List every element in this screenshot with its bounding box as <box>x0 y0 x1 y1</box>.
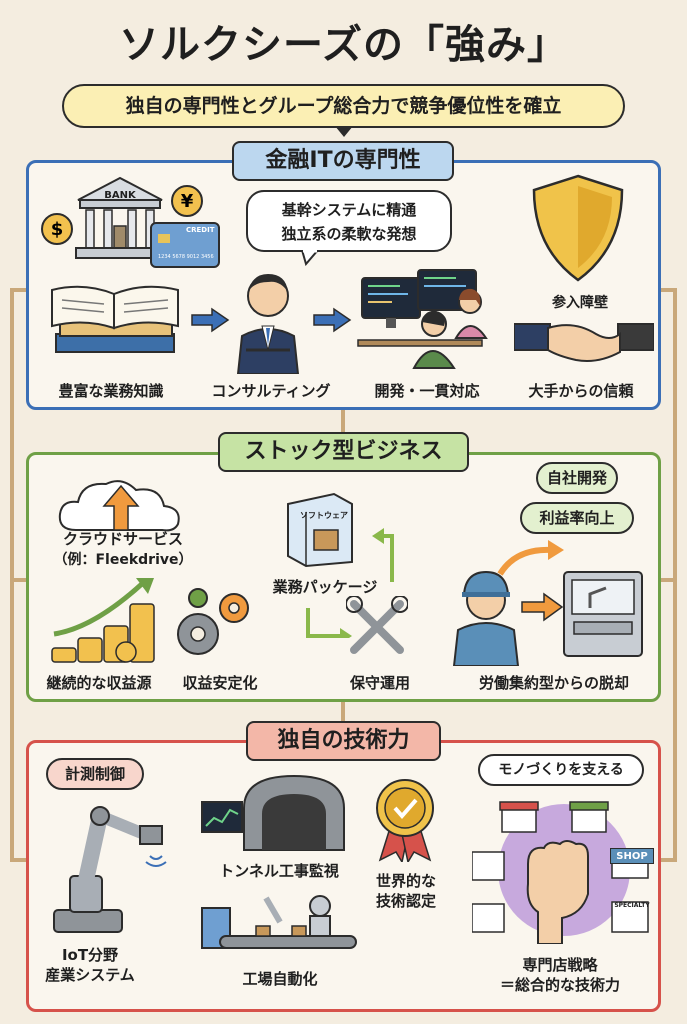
pill-measurement-control: 計測制御 <box>46 758 144 790</box>
label-comprehensive-tech: ＝総合的な技術力 <box>499 976 620 994</box>
center-connector <box>341 702 345 722</box>
yen-coin-icon: ¥ <box>170 184 204 218</box>
right-connector-stub <box>659 578 677 582</box>
bank-sign-text: BANK <box>104 190 136 201</box>
open-book-icon <box>46 282 186 362</box>
specialty-shops-fist-icon <box>472 794 652 944</box>
label-iot-line2: 産業システム <box>45 966 135 984</box>
coin-stack-icon <box>44 576 164 666</box>
label-development: 開発・一貫対応 <box>374 382 480 400</box>
subtitle-pointer <box>335 126 353 137</box>
certification-medal-icon <box>370 776 440 862</box>
software-package-box-icon <box>284 490 356 568</box>
label-tunnel-monitoring: トンネル工事監視 <box>219 862 339 880</box>
right-connector-stub <box>659 288 677 292</box>
pill-inhouse-dev: 自社開発 <box>536 462 618 494</box>
label-recurring-revenue: 継続的な収益源 <box>46 674 152 692</box>
label-cert-line2: 技術認定 <box>375 892 436 910</box>
label-iot-line1: IoT分野 <box>61 946 119 964</box>
pill-supporting-manufacturing: モノづくりを支える <box>478 754 644 786</box>
consultant-person-icon <box>232 266 304 374</box>
section-title-stock: ストック型ビジネス <box>218 432 469 472</box>
speech-bubble-expertise: 基幹システムに精通 独立系の柔軟な発想 <box>246 190 452 252</box>
software-box-label: ソフトウェア <box>300 511 348 520</box>
left-connector-stub <box>10 578 28 582</box>
developers-at-computers-icon <box>356 264 496 376</box>
section-title-finance: 金融ITの専門性 <box>232 141 454 181</box>
left-connector-line <box>10 290 14 860</box>
cycle-arrows-icon <box>300 528 410 638</box>
subtitle-banner: 独自の専門性とグループ総合力で競争優位性を確立 <box>62 84 625 128</box>
arrow-right-icon <box>312 307 352 333</box>
left-connector-stub <box>10 288 28 292</box>
label-cloud-example: （例：Fleekdrive） <box>53 552 193 568</box>
factory-automation-icon <box>196 888 360 960</box>
shield-icon <box>528 172 628 284</box>
bubble-line-1: 基幹システムに精通 <box>281 201 417 219</box>
label-consulting: コンサルティング <box>211 382 331 400</box>
label-business-knowledge: 豊富な業務知識 <box>58 382 164 400</box>
section-title-tech: 独自の技術力 <box>246 721 441 761</box>
specialty-sign-text: SPECIALTY <box>614 902 650 909</box>
arrow-right-orange-icon <box>520 592 564 622</box>
pill-margin-improvement: 利益率向上 <box>520 502 634 534</box>
label-cloud-service: クラウドサービス <box>62 530 183 548</box>
gears-icon <box>172 586 256 666</box>
label-specialty-strategy: 専門店戦略 <box>522 956 598 974</box>
svg-text:$: $ <box>51 219 64 240</box>
curved-arrow-up-icon <box>496 538 566 578</box>
label-factory-automation: 工場自動化 <box>242 970 318 988</box>
handshake-icon <box>514 312 654 372</box>
right-connector-stub <box>659 858 677 862</box>
tunnel-monitor-icon <box>198 772 348 852</box>
left-connector-stub <box>10 858 28 862</box>
dollar-coin-icon: $ <box>40 212 74 246</box>
shop-sign-text: SHOP <box>610 848 654 864</box>
label-trust: 大手からの信頼 <box>528 382 634 400</box>
credit-card-label: CREDIT <box>186 226 215 234</box>
barrier-label: 参入障壁 <box>552 295 608 311</box>
center-connector <box>341 410 345 434</box>
credit-card-icon <box>150 222 220 268</box>
wrench-screwdriver-icon <box>346 596 408 658</box>
bubble-tail <box>300 250 320 266</box>
label-maintenance: 保守運用 <box>349 674 410 692</box>
automated-machine-icon <box>560 568 646 660</box>
label-revenue-stability: 収益安定化 <box>182 674 258 692</box>
cloud-upload-icon <box>56 474 186 534</box>
right-connector-line <box>673 290 677 860</box>
label-labor-intensive-exit: 労働集約型からの脱却 <box>478 674 629 692</box>
page-title: ソルクシーズの「強み」 <box>119 22 568 68</box>
robot-arm-icon <box>40 796 170 936</box>
tired-worker-icon <box>448 562 524 666</box>
credit-card-number: 1234 5678 9012 3456 <box>158 254 214 260</box>
arrow-right-icon <box>190 307 230 333</box>
label-business-package: 業務パッケージ <box>272 578 378 596</box>
bubble-line-2: 独立系の柔軟な発想 <box>281 225 417 243</box>
svg-text:¥: ¥ <box>181 191 194 212</box>
label-cert-line1: 世界的な <box>375 872 436 890</box>
